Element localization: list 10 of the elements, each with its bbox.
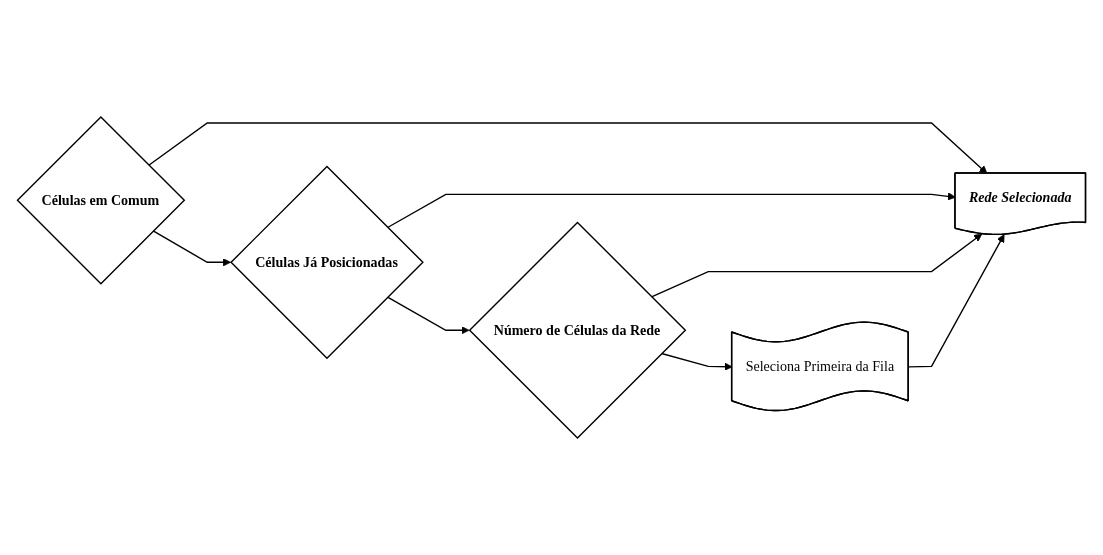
arrow [660,352,733,371]
node-diamond: Número de Células da Rede [468,221,687,440]
arrow [152,230,231,267]
arrow [907,234,1005,368]
arrow [386,192,956,229]
node-diamond: Células em Comum [16,115,186,285]
node-diamond: Células Já Posicionadas [230,165,424,360]
arrow [650,233,983,298]
arrow [148,122,988,174]
arrow [386,296,470,335]
